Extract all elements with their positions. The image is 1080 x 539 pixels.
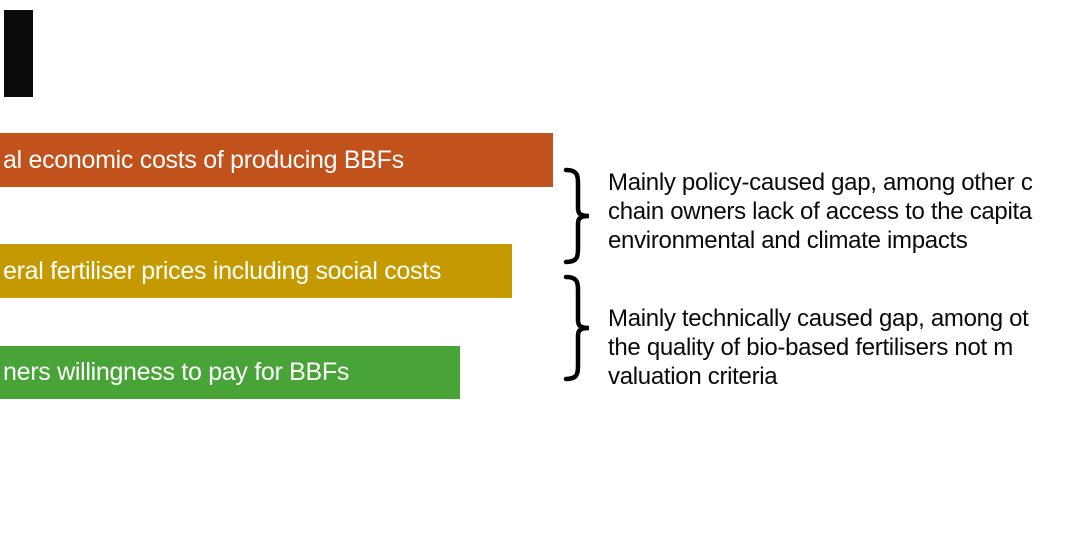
curly-brace-lower-path — [563, 274, 590, 382]
annotation-technical-gap-line-2: the quality of bio-based fertilisers not… — [608, 334, 1013, 361]
bar-willingness-to-pay: ners willingness to pay for BBFs — [0, 346, 460, 399]
black-rectangle-decor — [4, 10, 33, 97]
curly-brace-upper-path — [563, 167, 590, 265]
bar-willingness-to-pay-label: ners willingness to pay for BBFs — [3, 358, 350, 386]
annotation-policy-gap-line-2: chain owners lack of access to the capit… — [608, 198, 1032, 225]
bar-economic-costs-label: al economic costs of producing BBFs — [3, 145, 404, 174]
annotation-technical-gap-line-3: valuation criteria — [608, 363, 778, 390]
annotation-policy-gap-line-1: Mainly policy-caused gap, among other c — [608, 169, 1033, 196]
annotation-technical-gap-line-1: Mainly technically caused gap, among ot — [608, 305, 1029, 332]
bar-mineral-fertiliser-prices: eral fertiliser prices including social … — [0, 244, 512, 298]
annotation-policy-gap-line-3: environmental and climate impacts — [608, 227, 968, 254]
curly-brace-upper-icon — [563, 167, 590, 265]
bar-mineral-fertiliser-prices-label: eral fertiliser prices including social … — [3, 256, 442, 285]
annotation-technical-gap: Mainly technically caused gap, among ot … — [608, 304, 1029, 391]
curly-brace-lower-icon — [563, 274, 590, 382]
bar-economic-costs: al economic costs of producing BBFs — [0, 133, 553, 187]
annotation-policy-gap: Mainly policy-caused gap, among other c … — [608, 168, 1033, 255]
